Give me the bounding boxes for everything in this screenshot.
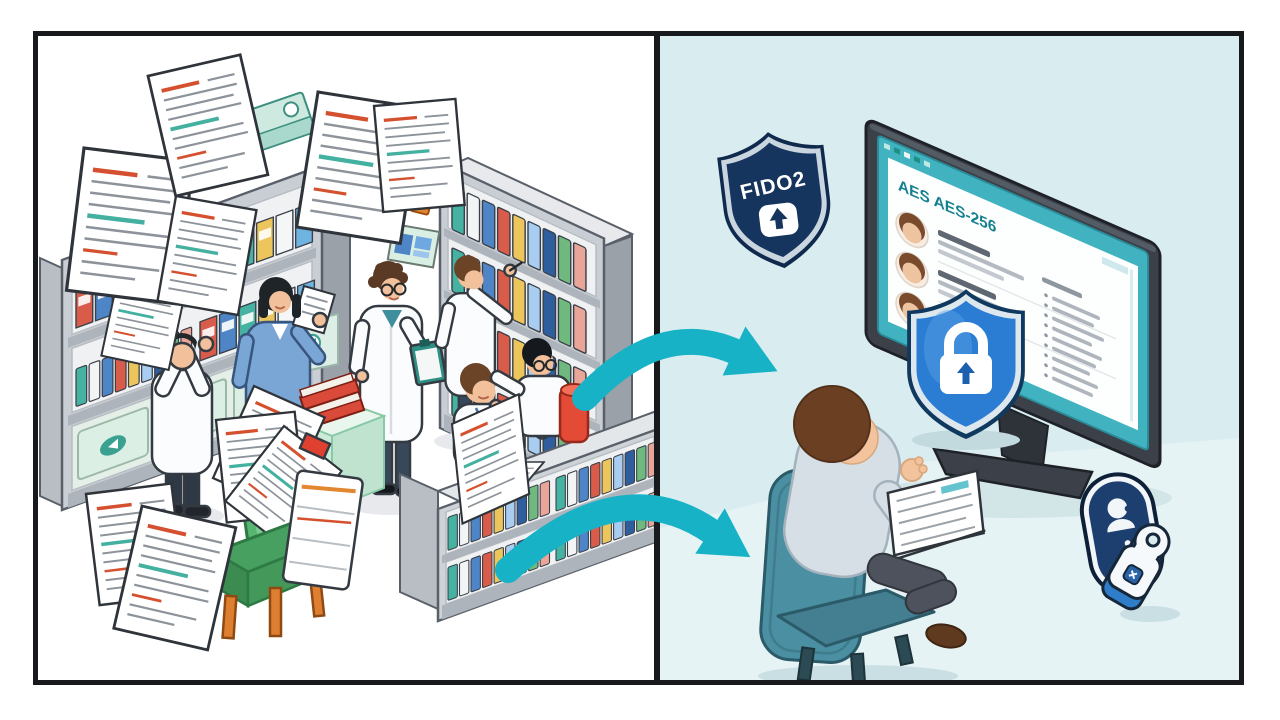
supply-cart <box>281 469 364 591</box>
arrow-bottom-head <box>695 508 751 558</box>
frame-border <box>33 31 1244 685</box>
user-hair <box>793 385 871 463</box>
arrow-bottom <box>495 494 725 583</box>
detail-column <box>1042 277 1104 398</box>
transformation-arrows <box>495 326 778 583</box>
lap-document <box>886 469 986 561</box>
fido2-shield: FIDO2 <box>717 132 831 269</box>
user-at-desk <box>782 385 986 649</box>
key-shadow <box>1120 606 1180 622</box>
fido2-key-icon <box>758 202 799 238</box>
agent-icon <box>1105 495 1136 533</box>
left-scene-paper-pharmacy <box>37 35 655 681</box>
monitor-stand <box>931 402 1094 500</box>
security-key-fob <box>1101 523 1171 611</box>
user-shoe <box>925 623 967 649</box>
flying-paper <box>372 97 467 214</box>
key-ring-hole <box>1145 532 1161 548</box>
padlock-icon <box>940 322 992 394</box>
screen-toolbar-icons <box>884 142 930 168</box>
arrow-top <box>572 328 749 411</box>
patient-row <box>895 211 1116 340</box>
lock-shield <box>907 289 1025 450</box>
pharmacist-with-clipboard <box>346 261 448 515</box>
arrow-top-head <box>722 326 778 376</box>
flying-paper <box>155 194 259 317</box>
